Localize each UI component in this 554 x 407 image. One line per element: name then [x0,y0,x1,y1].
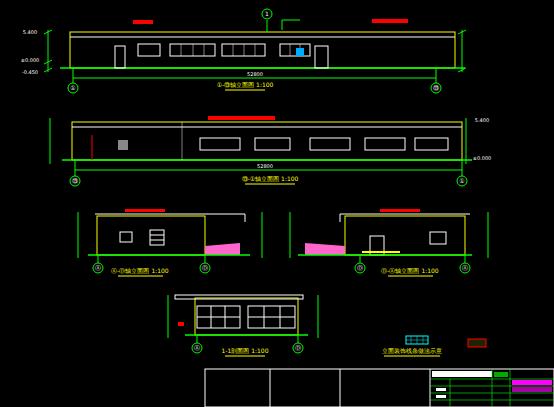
elevation-mark: 5.400 [23,30,37,35]
axis-number: Ⓐ [462,265,468,271]
view-title: ⑬-①轴立面图 1:100 [242,176,299,182]
axis-number: ① [459,178,464,184]
axis-number: Ⓐ [95,265,101,271]
elevation-mark: -0.450 [22,70,38,75]
axis-number: Ⓓ [295,345,301,351]
elevation-mark: ±0.000 [473,156,492,161]
dimension: 52800 [247,72,263,77]
section-1-1 [168,295,318,356]
rear-elevation [50,116,472,186]
dimension: 52800 [257,164,273,169]
axis-number: Ⓓ [357,265,363,271]
view-title: Ⓓ-Ⓐ轴立面图 1:100 [381,268,438,274]
side-elevation-right [290,209,488,276]
axis-number: ⑬ [433,85,439,91]
axis-number: Ⓐ [194,345,200,351]
view-title: 1-1剖面图 1:100 [222,348,269,354]
side-elevation-left [78,209,262,276]
view-title: 立面装饰线条做法示意 [382,348,442,354]
elevation-mark: 5.400 [475,118,489,123]
view-title: Ⓐ-Ⓓ轴立面图 1:100 [111,268,168,274]
axis-number: ① [70,85,75,91]
front-elevation [44,9,466,93]
axis-number: ⑬ [72,178,78,184]
view-title: ①-⑬轴立面图 1:100 [217,82,274,88]
section-mark: 1 [265,11,269,17]
axis-number: Ⓓ [202,265,208,271]
title-block [205,369,554,407]
elevation-mark: ±0.000 [21,58,40,63]
